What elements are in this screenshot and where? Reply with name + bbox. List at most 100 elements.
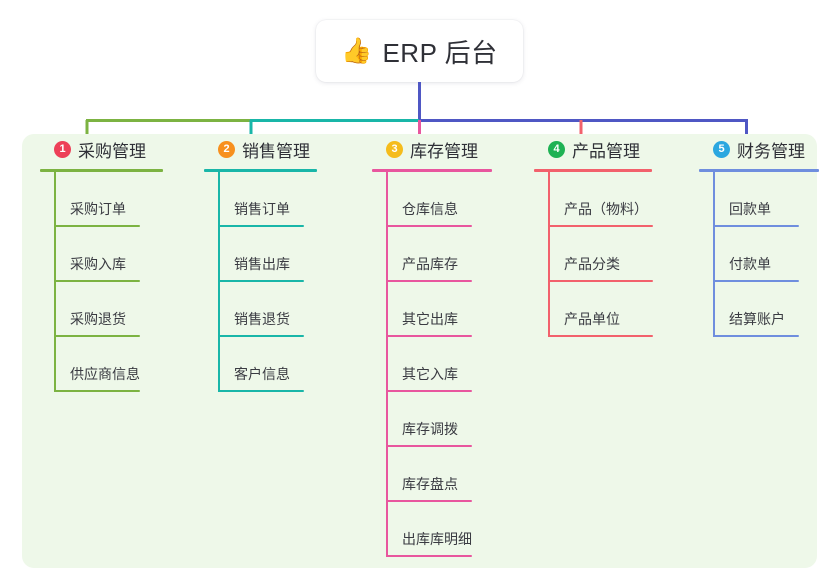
leaf-item[interactable]: 其它出库 [372,282,522,337]
column-3: 3 库存管理仓库信息产品库存其它出库其它入库库存调拨库存盘点出库库明细 [372,134,522,557]
leaf-item[interactable]: 库存调拨 [372,392,522,447]
column-badge-3: 3 [386,140,403,158]
leaf-item-label: 库存盘点 [402,476,458,492]
column-4: 4 产品管理产品（物料） 产品分类产品单位 [534,134,684,337]
leaf-item-label: 销售订单 [234,201,290,217]
column-badge-5: 5 [713,140,730,158]
column-header-3[interactable]: 3 库存管理 [372,134,522,164]
leaf-item-label: 供应商信息 [70,366,140,382]
column-spine-4 [548,172,550,337]
leaf-item-label: 产品分类 [564,256,620,272]
leaf-item-rule [548,335,653,337]
leaf-item-label: 出库库明细 [402,531,472,547]
leaf-item[interactable]: 产品单位 [534,282,684,337]
column-header-rule-1 [40,169,163,172]
leaf-item[interactable]: 出库库明细 [372,502,522,557]
leaf-item-label: 采购退货 [70,311,126,327]
column-badge-1: 1 [54,140,71,158]
leaf-item-rule [548,225,653,227]
column-title-5: 财务管理 [737,141,805,161]
leaf-item[interactable]: 其它入库 [372,337,522,392]
column-spine-1 [54,172,56,392]
leaf-item[interactable]: 采购订单 [40,172,190,227]
column-header-rule-2 [204,169,317,172]
column-title-2: 销售管理 [242,141,310,161]
leaf-item-label: 产品（物料） [564,201,648,217]
column-items-2: 销售订单销售出库销售退货客户信息 [204,172,354,392]
leaf-item[interactable]: 采购入库 [40,227,190,282]
column-5: 5 财务管理回款单付款单结算账户 [699,134,839,337]
leaf-item[interactable]: 产品库存 [372,227,522,282]
leaf-item-label: 产品库存 [402,256,458,272]
leaf-item-rule [54,335,140,337]
column-badge-2: 2 [218,140,235,158]
leaf-item-rule [386,445,472,447]
leaf-item[interactable]: 供应商信息 [40,337,190,392]
leaf-item-rule [386,390,472,392]
leaf-item-label: 产品单位 [564,311,620,327]
leaf-item-label: 回款单 [729,201,771,217]
leaf-item-label: 采购订单 [70,201,126,217]
column-header-rule-4 [534,169,652,172]
leaf-item-rule [713,225,799,227]
column-title-4: 产品管理 [572,141,640,161]
leaf-item-rule [218,335,304,337]
leaf-item[interactable]: 付款单 [699,227,839,282]
leaf-item-rule [54,280,140,282]
column-badge-4: 4 [548,140,565,158]
column-spine-5 [713,172,715,337]
leaf-item-rule [218,390,304,392]
column-spine-2 [218,172,220,392]
leaf-item-rule [386,555,472,557]
leaf-item[interactable]: 回款单 [699,172,839,227]
leaf-item-rule [713,280,799,282]
leaf-item[interactable]: 销售退货 [204,282,354,337]
leaf-item-label: 结算账户 [729,311,785,327]
leaf-item-rule [218,225,304,227]
column-header-2[interactable]: 2 销售管理 [204,134,354,164]
leaf-item-label: 客户信息 [234,366,290,382]
column-header-rule-3 [372,169,492,172]
leaf-item-rule [54,225,140,227]
leaf-item[interactable]: 库存盘点 [372,447,522,502]
leaf-item[interactable]: 客户信息 [204,337,354,392]
column-spine-3 [386,172,388,557]
leaf-item-rule [386,280,472,282]
column-items-3: 仓库信息产品库存其它出库其它入库库存调拨库存盘点出库库明细 [372,172,522,557]
leaf-item-rule [386,500,472,502]
leaf-item-rule [713,335,799,337]
leaf-item-rule [218,280,304,282]
leaf-item[interactable]: 结算账户 [699,282,839,337]
leaf-item[interactable]: 仓库信息 [372,172,522,227]
leaf-item-label: 仓库信息 [402,201,458,217]
leaf-item-label: 库存调拨 [402,421,458,437]
leaf-item-label: 其它出库 [402,311,458,327]
leaf-item-label: 采购入库 [70,256,126,272]
column-2: 2 销售管理销售订单销售出库销售退货客户信息 [204,134,354,392]
leaf-item[interactable]: 销售出库 [204,227,354,282]
column-header-4[interactable]: 4 产品管理 [534,134,684,164]
leaf-item[interactable]: 产品（物料） [534,172,684,227]
leaf-item[interactable]: 产品分类 [534,227,684,282]
root-node-content: 👍 ERP 后台 [341,33,497,70]
column-header-rule-5 [699,169,819,172]
leaf-item-rule [386,225,472,227]
leaf-item-label: 付款单 [729,256,771,272]
leaf-item-label: 销售退货 [234,311,290,327]
column-title-3: 库存管理 [410,141,478,161]
leaf-item-rule [548,280,653,282]
root-node-title: ERP 后台 [382,37,498,68]
column-items-4: 产品（物料） 产品分类产品单位 [534,172,684,337]
leaf-item[interactable]: 销售订单 [204,172,354,227]
leaf-item[interactable]: 采购退货 [40,282,190,337]
column-items-1: 采购订单采购入库采购退货供应商信息 [40,172,190,392]
leaf-item-label: 销售出库 [234,256,290,272]
leaf-item-rule [54,390,140,392]
leaf-item-rule [386,335,472,337]
root-node-card[interactable]: 👍 ERP 后台 [316,20,523,82]
thumbs-up-icon: 👍 [341,36,373,65]
column-header-5[interactable]: 5 财务管理 [699,134,839,164]
